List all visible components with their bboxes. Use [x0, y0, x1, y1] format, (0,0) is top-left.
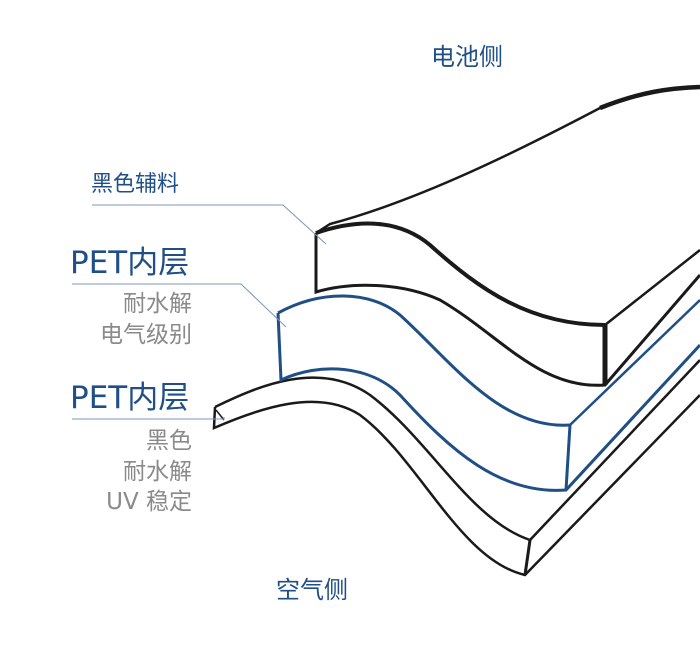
bottom-layer-front-edge: [212, 394, 700, 577]
middle-layer-top-face: [277, 294, 571, 427]
leader-line-pet-inner-1: [72, 283, 287, 328]
cell-side-label: 电池侧: [431, 43, 503, 71]
middle-layer-back-edge: [569, 299, 700, 426]
layer-title-black-aux: 黑色辅料: [91, 172, 180, 197]
air-side-label: 空气侧: [276, 576, 348, 604]
layer-property-electrical-grade: 电气级别: [100, 322, 192, 348]
top-layer-back-edge: [315, 85, 700, 235]
layer-property-hydrolysis-resistant-1: 耐水解: [123, 291, 192, 317]
layer-property-uv-stable: UV 稳定: [106, 489, 192, 515]
top-layer-top-face: [315, 221, 606, 327]
bottom-layer-corner-tick: [215, 409, 225, 421]
leader-line-black-aux: [92, 204, 327, 245]
leader-line-pet-inner-2: [72, 417, 225, 420]
top-layer-front-edge: [314, 233, 700, 387]
top-layer-right-side: [604, 249, 700, 326]
layer-title-pet-inner-2: PET内层: [70, 380, 190, 416]
middle-layer-end-cap: [564, 424, 572, 491]
layer-property-hydrolysis-resistant-2: 耐水解: [123, 459, 192, 485]
bottom-layer-top-face: [214, 359, 700, 542]
top-layer-shape: [314, 84, 700, 387]
middle-layer-shape: [276, 294, 700, 492]
bottom-layer-end-cap: [523, 539, 532, 576]
layer-property-black: 黑色: [146, 428, 192, 454]
bottom-layer-shape: [212, 359, 700, 577]
top-layer-back-edge-heavy: [599, 84, 700, 111]
layer-title-pet-inner-1: PET内层: [70, 245, 190, 281]
middle-layer-front-edge: [276, 312, 700, 492]
